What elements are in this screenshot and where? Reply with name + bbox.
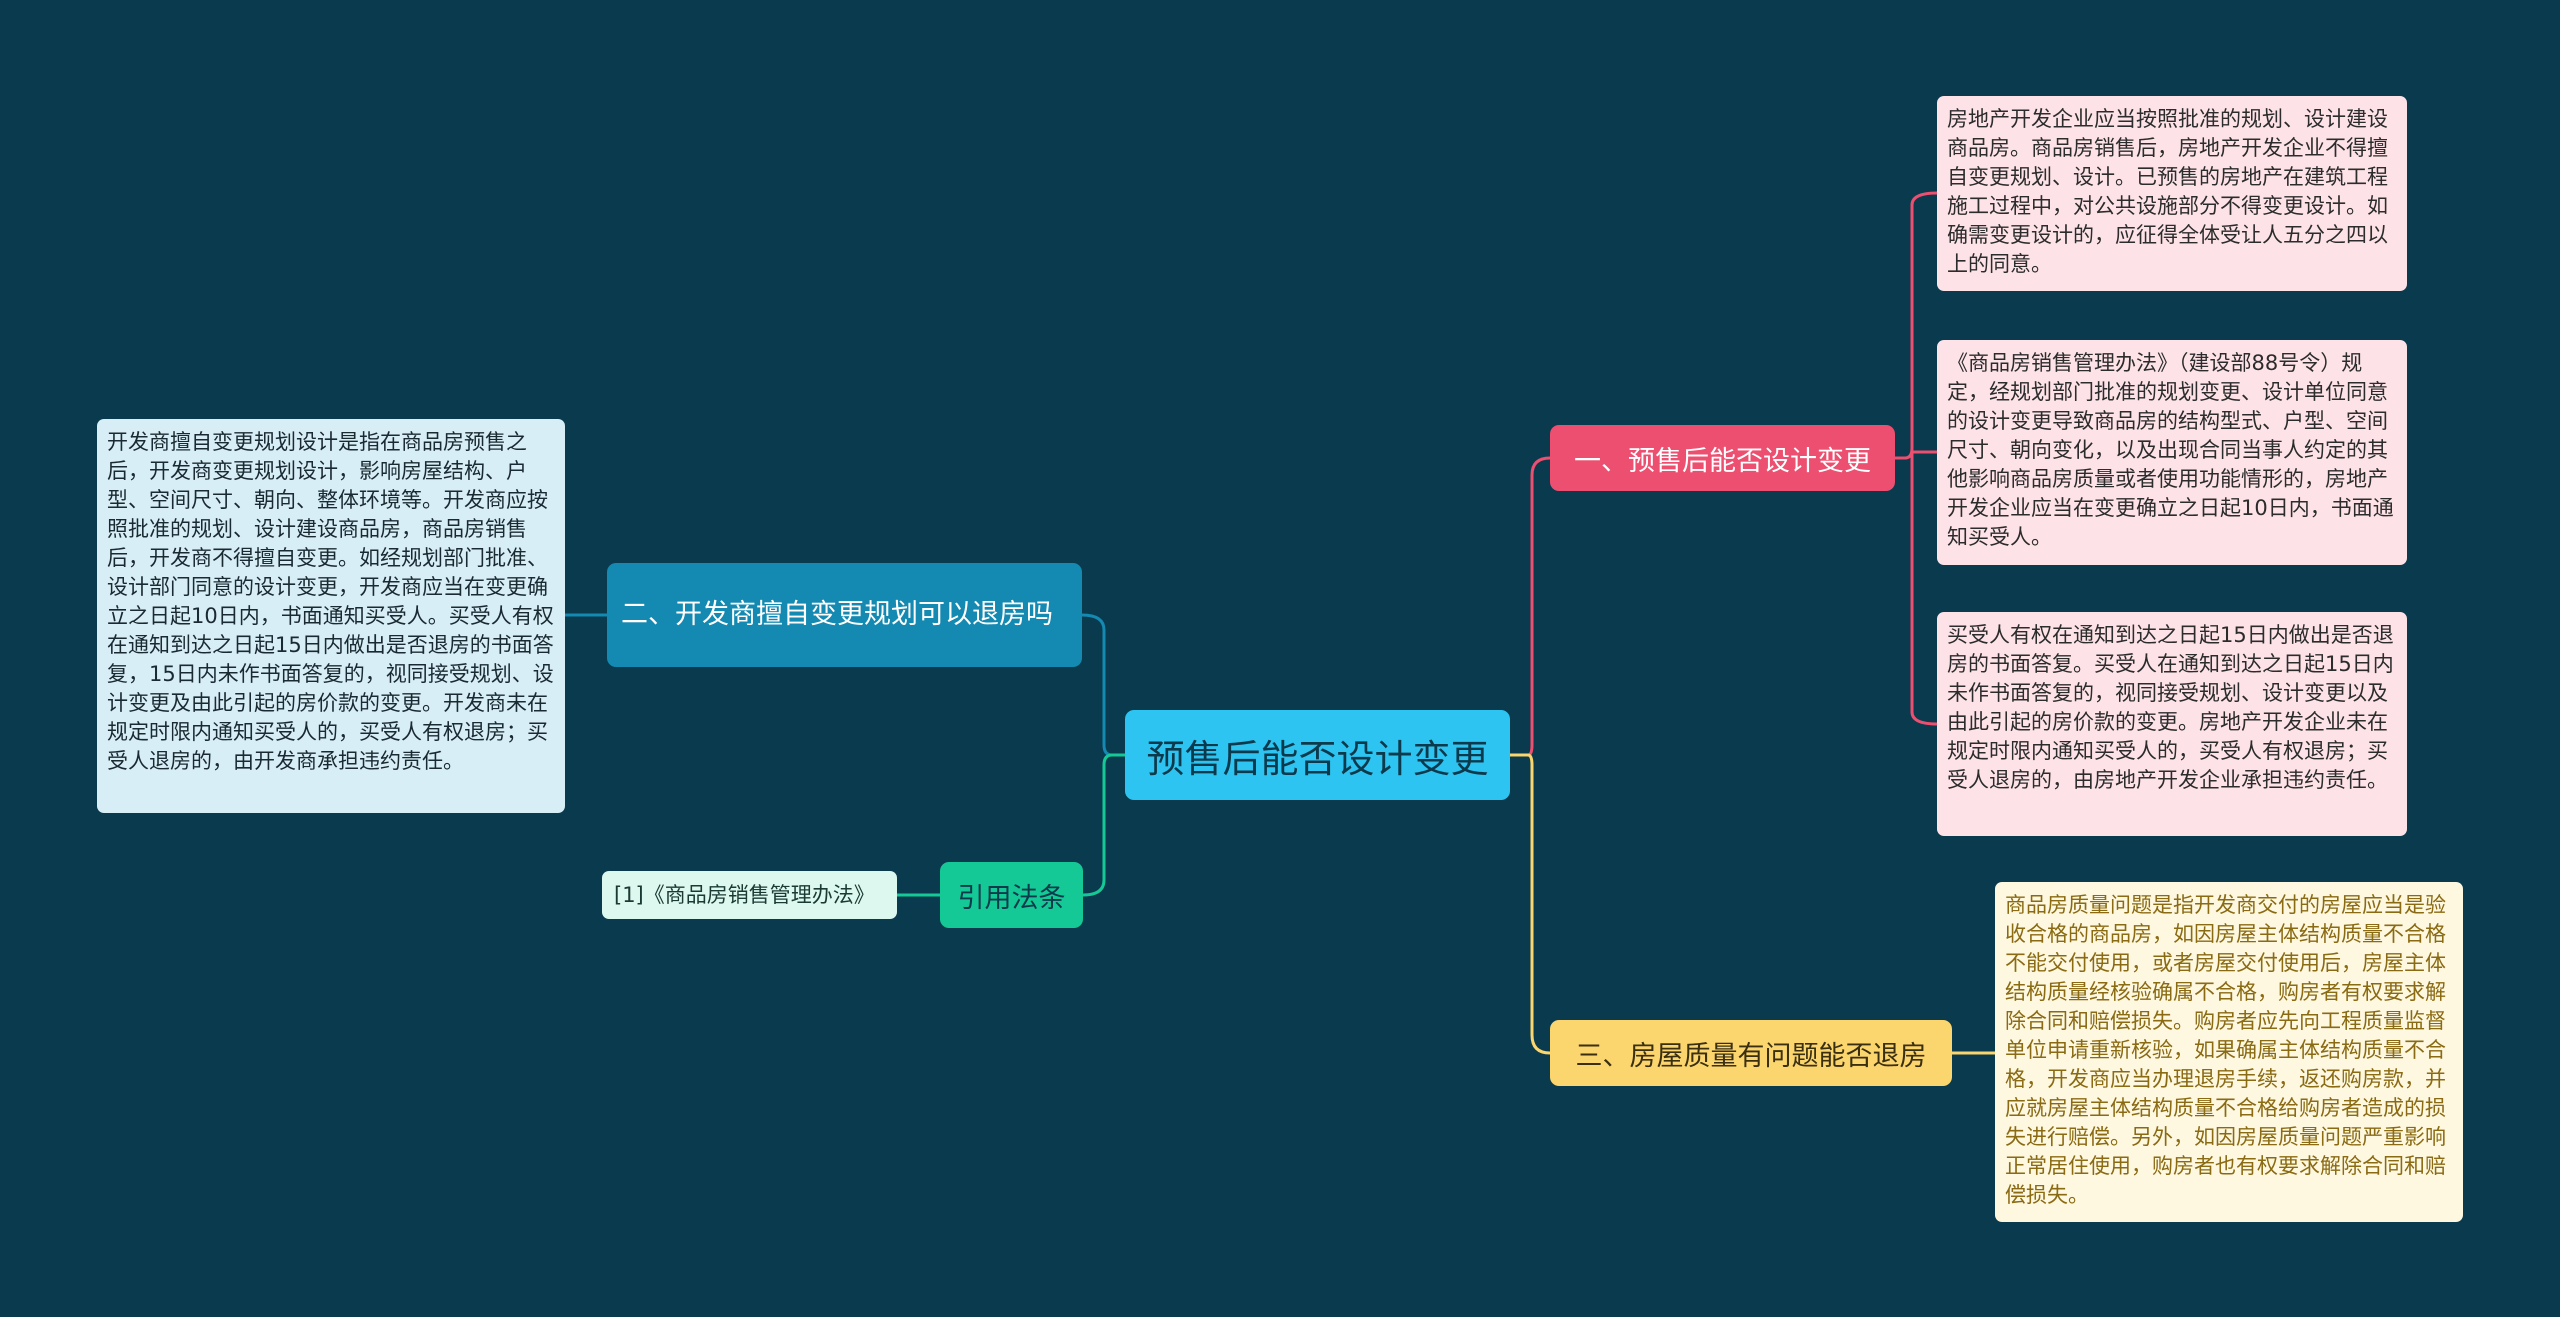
branch-node-unauthorized-change[interactable]: 二、开发商擅自变更规划可以退房吗 (607, 563, 1082, 667)
leaf-node[interactable]: 房地产开发企业应当按照批准的规划、设计建设商品房。商品房销售后，房地产开发企业不… (1937, 96, 2407, 291)
root-node[interactable]: 预售后能否设计变更 (1125, 710, 1510, 800)
branch-label: 引用法条 (957, 882, 1066, 914)
leaf-node[interactable]: 《商品房销售管理办法》（建设部88号令）规定，经规划部门批准的规划变更、设计单位… (1937, 340, 2407, 565)
connector-root-b3 (1510, 753, 1551, 1055)
branch-node-quality-return[interactable]: 三、房屋质量有问题能否退房 (1550, 1020, 1952, 1086)
leaf-node[interactable]: 买受人有权在通知到达之日起15日内做出是否退房的书面答复。买受人在通知到达之日起… (1937, 612, 2407, 836)
leaf-node-citation[interactable]: [1]《商品房销售管理办法》 (602, 871, 897, 919)
leaf-text: 《商品房销售管理办法》（建设部88号令）规定，经规划部门批准的规划变更、设计单位… (1947, 351, 2394, 549)
branch-label: 二、开发商擅自变更规划可以退房吗 (621, 599, 1053, 630)
leaf-node[interactable]: 开发商擅自变更规划设计是指在商品房预售之后，开发商变更规划设计，影响房屋结构、户… (97, 419, 565, 813)
connector-root-b4 (1082, 753, 1125, 897)
leaf-text: 商品房质量问题是指开发商交付的房屋应当是验收合格的商品房，如因房屋主体结构质量不… (2005, 893, 2446, 1207)
leaf-node[interactable]: 商品房质量问题是指开发商交付的房屋应当是验收合格的商品房，如因房屋主体结构质量不… (1995, 882, 2463, 1222)
leaf-text: 买受人有权在通知到达之日起15日内做出是否退房的书面答复。买受人在通知到达之日起… (1947, 623, 2394, 792)
branch-node-cited-law[interactable]: 引用法条 (940, 862, 1083, 928)
connector-root-b2 (1081, 613, 1125, 757)
leaf-text: 房地产开发企业应当按照批准的规划、设计建设商品房。商品房销售后，房地产开发企业不… (1947, 107, 2388, 276)
leaf-text: 开发商擅自变更规划设计是指在商品房预售之后，开发商变更规划设计，影响房屋结构、户… (107, 430, 554, 773)
connector-root-b1 (1510, 456, 1551, 757)
branch-label: 三、房屋质量有问题能否退房 (1575, 1040, 1927, 1072)
connector-b1-leaves (1895, 191, 1938, 726)
branch-label: 一、预售后能否设计变更 (1574, 445, 1871, 477)
root-label: 预售后能否设计变更 (1146, 736, 1489, 781)
branch-node-design-change[interactable]: 一、预售后能否设计变更 (1550, 425, 1895, 491)
leaf-text: [1]《商品房销售管理办法》 (614, 882, 875, 907)
